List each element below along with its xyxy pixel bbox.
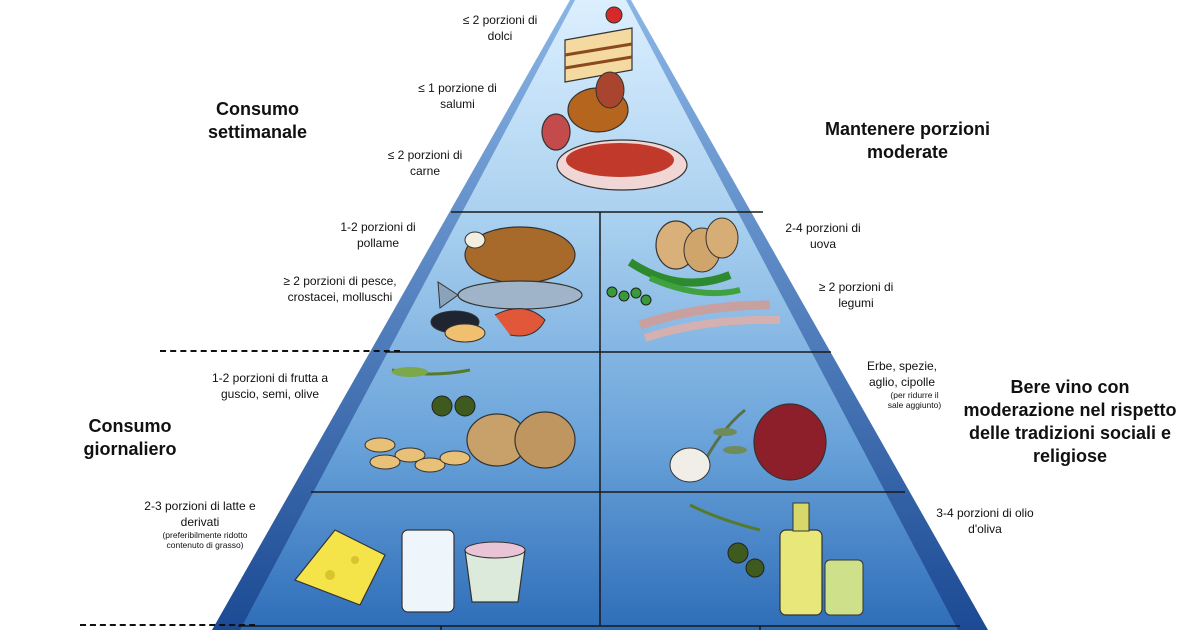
label-cured-meats: ≤ 1 porzione di salumi [418, 81, 497, 111]
fish-icon [437, 280, 583, 310]
label-herbs: Erbe, spezie, aglio, cipolle (per ridurr… [852, 358, 952, 410]
label-herbs-text: Erbe, spezie, aglio, cipolle [866, 359, 938, 389]
daily-separator [80, 624, 255, 626]
eggs-icon [655, 217, 739, 273]
weekly-daily-separator [160, 350, 400, 352]
label-poultry: 1-2 porzioni di pollame [340, 220, 416, 250]
tier-lines [238, 211, 960, 630]
olive-branch-icon [689, 503, 765, 578]
daily-heading: Consumo giornaliero [83, 416, 177, 459]
weekly-heading: Consumo settimanale [207, 99, 308, 142]
peas-icon [606, 286, 652, 306]
milk-glass-icon [401, 529, 455, 613]
olive-oil-bottle-icon [779, 502, 864, 616]
garlic-icon [669, 447, 711, 483]
wine-heading: Bere vino con moderazione nel rispetto d… [963, 377, 1177, 466]
label-fish: ≥ 2 porzioni di pesce, crostacei, mollus… [283, 274, 397, 304]
mussels-icon [430, 310, 486, 343]
onion-icon [753, 403, 827, 481]
salumi-icon [541, 71, 629, 151]
legumes-icon [638, 300, 781, 342]
label-nuts: 1-2 porzioni di frutta a guscio, semi, o… [211, 371, 329, 401]
label-eggs: 2-4 porzioni di uova [785, 221, 861, 251]
label-dairy-note: (preferibilmente ridotto contenuto di gr… [162, 530, 248, 550]
label-olive-oil: 3-4 porzioni di olio d'oliva [936, 506, 1034, 536]
label-meat: ≤ 2 porzioni di carne [387, 148, 463, 178]
shrimp-icon [494, 308, 546, 337]
cake-icon [564, 6, 633, 83]
peanuts-icon [364, 437, 471, 473]
label-dairy-text: 2-3 porzioni di latte e derivati [144, 499, 256, 529]
green-beans-icon [627, 258, 741, 297]
label-dairy: 2-3 porzioni di latte e derivati (prefer… [140, 498, 260, 550]
walnuts-icon [466, 411, 576, 469]
yogurt-icon [464, 541, 526, 603]
moderate-heading: Mantenere porzioni moderate [824, 119, 990, 162]
meat-icon [556, 139, 688, 191]
label-legumes: ≥ 2 porzioni di legumi [818, 280, 894, 310]
olive-branch-icon [391, 367, 476, 417]
cheese-icon [294, 529, 386, 606]
poultry-icon [464, 226, 576, 284]
label-herbs-note: (per ridurre il sale aggiunto) [887, 390, 942, 410]
label-sweets: ≤ 2 porzioni di dolci [462, 13, 538, 43]
